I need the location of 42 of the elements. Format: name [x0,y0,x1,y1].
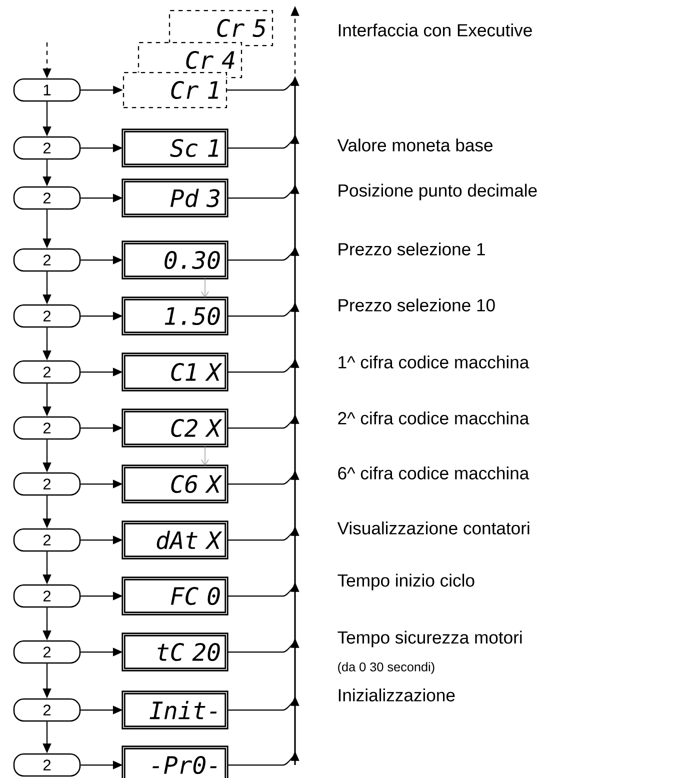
key-box: 2 [13,640,81,664]
key-box: 2 [13,472,81,496]
display-box: -Pr0- [122,746,228,778]
display-box: C2 X [122,408,228,448]
key-box: 2 [13,186,81,210]
key-box: 1 [13,78,81,102]
display-box: FC 0 [122,576,228,616]
description-text: Tempo inizio ciclo [338,574,474,590]
display-box: 0.30 [122,240,228,280]
description-text: (da 0 30 secondi) [338,662,434,674]
display-box: Cr 1 [122,72,228,108]
key-box: 2 [13,528,81,552]
key-box: 2 [13,416,81,440]
key-box: 2 [13,584,81,608]
display-box: C1 X [122,352,228,392]
key-box: 2 [13,698,81,722]
display-box: Cr 5 [168,10,274,46]
key-box: 2 [13,304,81,328]
key-box: 2 [13,136,81,160]
key-box: 2 [13,360,81,384]
description-text: Tempo sicurezza motori [338,630,522,648]
description-text: Valore moneta base [337,138,492,152]
display-box: Sc 1 [122,128,228,168]
description-text: Prezzo selezione 10 [338,298,495,312]
description-text: Interfaccia con Executive [338,24,532,36]
display-box: C6 X [122,464,228,504]
description-text: 2^ cifra codice macchina [338,412,530,424]
description-text: Visualizzazione contatori [337,522,530,534]
description-text: Prezzo selezione 1 [338,242,485,256]
display-box: tC 20 [122,632,228,672]
description-text: 6^ cifra codice macchina [338,466,530,480]
key-box: 2 [13,248,81,272]
description-text: 1^ cifra codice macchina [338,356,530,368]
display-box: 1.50 [122,296,228,336]
display-box: dAt X [122,520,228,560]
arrow [201,278,209,298]
description-text: Posizione punto decimale [338,184,537,200]
arrow [201,446,209,466]
display-box: Pd 3 [122,178,228,218]
display-box: Init- [122,690,228,730]
description-text: Inizializzazione [338,688,455,702]
key-box: 2 [13,753,81,777]
